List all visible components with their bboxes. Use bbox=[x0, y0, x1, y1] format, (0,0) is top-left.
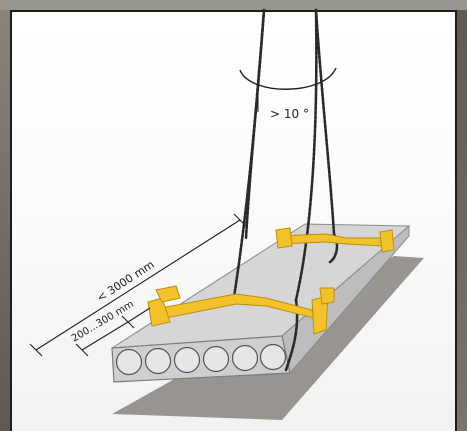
hollow-cores bbox=[115, 343, 287, 376]
front-clamp-right-hook bbox=[319, 287, 335, 305]
hollow-core bbox=[259, 343, 287, 371]
angle-label: > 10 ° bbox=[270, 107, 309, 121]
chain-back-right bbox=[314, 8, 336, 236]
chain-front-right bbox=[294, 8, 318, 302]
hollow-core bbox=[202, 345, 230, 373]
offset-extension bbox=[127, 307, 151, 323]
length-label: < 3000 mm bbox=[95, 258, 157, 305]
back-lifting-clamp bbox=[275, 227, 395, 253]
dimension-lines bbox=[29, 213, 247, 357]
offset-tick-start bbox=[75, 343, 89, 357]
offset-tick-end bbox=[121, 315, 135, 329]
length-tick-end bbox=[233, 213, 247, 227]
hollow-core bbox=[231, 344, 259, 372]
rotation-arc bbox=[239, 67, 337, 90]
length-tick-start bbox=[29, 343, 43, 357]
hollow-core bbox=[115, 348, 143, 376]
hollow-core bbox=[173, 346, 201, 374]
back-clamp-left-jaw bbox=[275, 227, 293, 249]
front-clamp-left-hook bbox=[155, 285, 181, 303]
front-lifting-clamp bbox=[147, 285, 335, 335]
lifting-chains bbox=[232, 8, 339, 372]
front-clamp-left-jaw bbox=[147, 297, 171, 327]
chain-back-left bbox=[244, 8, 266, 240]
length-dimension-line bbox=[35, 219, 241, 351]
offset-dimension-line bbox=[81, 321, 129, 351]
back-clamp-right-jaw bbox=[379, 229, 395, 253]
hollow-core bbox=[144, 347, 172, 375]
